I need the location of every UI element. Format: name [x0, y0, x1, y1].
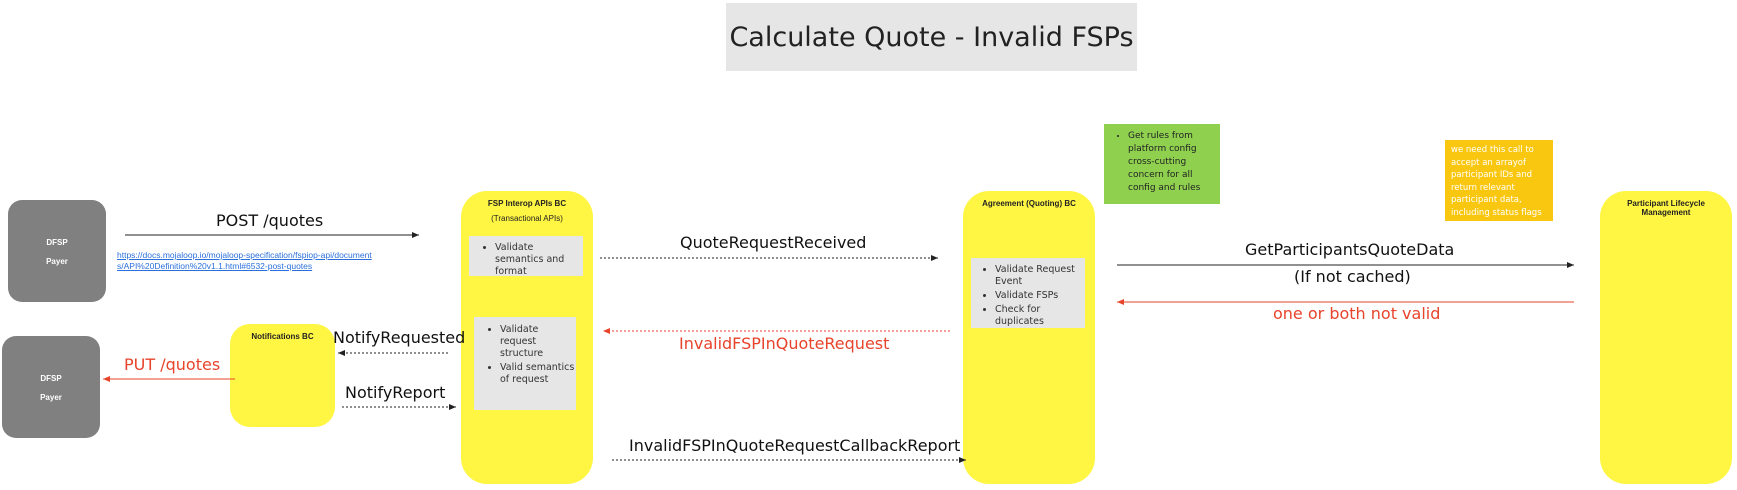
notifications-bc-header: Notifications BC [251, 332, 314, 341]
green-note-item: Get rules from platform config cross-cut… [1128, 130, 1220, 195]
fsp-interop-subheader: (Transactional APIs) [491, 214, 563, 223]
dfsp-bottom-label: DFSP [40, 374, 62, 383]
dfsp-top-sublabel: Payer [46, 257, 68, 266]
participant-header: Participant Lifecycle Management [1627, 199, 1705, 217]
dfsp-top-label: DFSP [46, 238, 68, 247]
get-participants-label: GetParticipantsQuoteData [1245, 240, 1455, 259]
diagram-title-box: Calculate Quote - Invalid FSPs [726, 3, 1137, 71]
put-quotes-label: PUT /quotes [124, 355, 221, 374]
fsp-interop-box2-item: Validate request structure [500, 324, 576, 360]
agreement-item: Validate FSPs [995, 290, 1085, 302]
if-not-cached-label: (If not cached) [1294, 267, 1411, 286]
fsp-interop-box1-item: Validate semantics and format [495, 242, 583, 278]
agreement-item: Check for duplicates [995, 304, 1085, 328]
fsp-interop-validation-box: Validate semantics and format [469, 236, 583, 278]
post-quotes-label: POST /quotes [216, 211, 324, 230]
api-spec-link[interactable]: https://docs.mojaloop.io/mojaloop-specif… [117, 250, 372, 271]
invalid-fsp-label: InvalidFSPInQuoteRequest [679, 334, 890, 353]
agreement-header: Agreement (Quoting) BC [982, 199, 1076, 208]
diagram-title: Calculate Quote - Invalid FSPs [729, 21, 1134, 53]
participant-lifecycle-management[interactable]: Participant Lifecycle Management [1600, 191, 1732, 484]
green-sticky-note[interactable]: Get rules from platform config cross-cut… [1104, 124, 1220, 204]
fsp-interop-request-box: Validate request structure Valid semanti… [474, 317, 576, 410]
agreement-validation-box: Validate Request Event Validate FSPs Che… [971, 258, 1085, 328]
notifications-bc[interactable]: Notifications BC [230, 324, 335, 427]
one-or-both-not-valid-label: one or both not valid [1273, 304, 1441, 323]
fsp-interop-header: FSP Interop APIs BC [487, 199, 567, 208]
dfsp-payer-top[interactable]: DFSP Payer [8, 200, 106, 302]
dfsp-payer-bottom[interactable]: DFSP Payer [2, 336, 100, 438]
notify-report-label: NotifyReport [345, 383, 446, 402]
fsp-interop-apis-bc[interactable]: FSP Interop APIs BC (Transactional APIs)… [461, 191, 593, 484]
notify-requested-label: NotifyRequested [333, 328, 466, 347]
callback-report-label: InvalidFSPInQuoteRequestCallbackReport [629, 436, 961, 455]
agreement-quoting-bc[interactable]: Agreement (Quoting) BC Validate Request … [963, 191, 1095, 484]
fsp-interop-box2-item: Valid semantics of request [500, 362, 576, 386]
orange-sticky-note[interactable]: we need this call to accept an arrayof p… [1445, 140, 1553, 221]
quote-request-received-label: QuoteRequestReceived [680, 233, 867, 252]
agreement-item: Validate Request Event [995, 264, 1085, 288]
dfsp-bottom-sublabel: Payer [40, 393, 62, 402]
